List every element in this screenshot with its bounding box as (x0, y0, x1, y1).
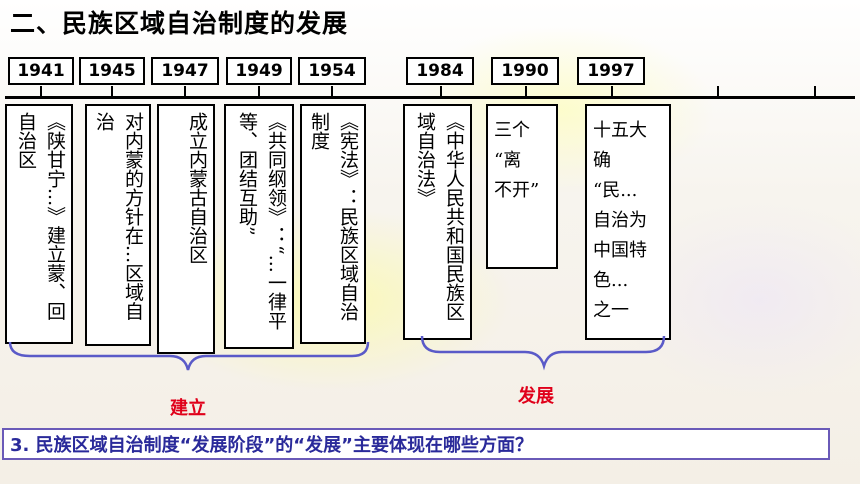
event-1941: 《陕甘宁...》建立蒙、回自治区 (5, 104, 73, 344)
timeline-tick (258, 86, 260, 98)
year-1990: 1990 (491, 57, 559, 85)
year-1954: 1954 (298, 57, 366, 85)
event-1949: 《共同纲领》：“...一律平等、团结互助” (224, 104, 294, 349)
event-1945: 对内蒙的方针在...区域自治 (85, 104, 151, 346)
develop-brace (420, 335, 666, 371)
event-1954: 《宪法》：民族区域自治制度 (300, 104, 366, 344)
year-1949: 1949 (226, 57, 292, 85)
year-1984: 1984 (406, 57, 474, 85)
timeline-axis (5, 96, 855, 99)
page-title: 二、民族区域自治制度的发展 (10, 9, 349, 38)
timeline-tick (440, 86, 442, 98)
event-1990: 三个 “离 不开” (486, 104, 558, 269)
establish-brace (8, 341, 370, 371)
year-1997: 1997 (577, 57, 645, 85)
timeline-tick (611, 86, 613, 98)
timeline-tick (814, 86, 816, 98)
timeline-tick (525, 86, 527, 98)
year-1941: 1941 (8, 57, 74, 85)
develop-label: 发展 (518, 386, 554, 407)
event-1984: 《中华人民共和国民族区域自治法》 (403, 104, 472, 340)
event-1947: 成立内蒙古自治区 (157, 104, 215, 354)
timeline-tick (717, 86, 719, 98)
timeline-tick (184, 86, 186, 98)
timeline-tick (331, 86, 333, 98)
timeline-tick (40, 86, 42, 98)
question-text: 3. 民族区域自治制度“发展阶段”的“发展”主要体现在哪些方面？ (2, 428, 830, 460)
timeline-tick (111, 86, 113, 98)
establish-label: 建立 (170, 398, 206, 419)
year-1947: 1947 (151, 57, 219, 85)
year-1945: 1945 (79, 57, 145, 85)
event-1997: 十五大 确 “民... 自治为 中国特 色... 之一 (585, 104, 671, 340)
